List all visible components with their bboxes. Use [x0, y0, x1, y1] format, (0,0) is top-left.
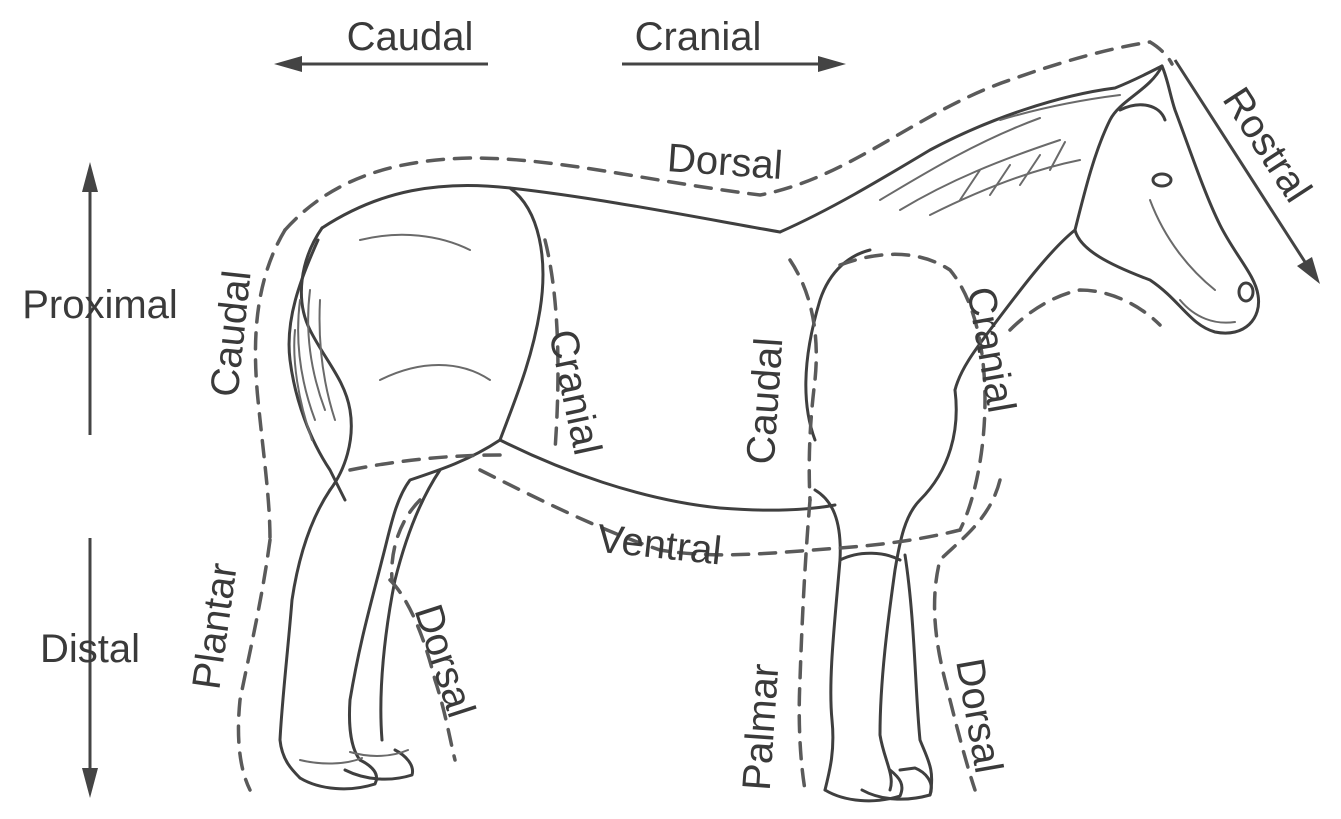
- cranial-thigh-label: Cranial: [540, 326, 609, 459]
- caudal-forelimb-label: Caudal: [739, 336, 792, 466]
- cranial-direction-label: Cranial: [635, 15, 762, 59]
- plantar-label: Plantar: [185, 560, 246, 692]
- dorsal-hindlimb-label: Dorsal: [406, 599, 484, 723]
- dorsal-back-label: Dorsal: [666, 136, 784, 188]
- distal-label: Distal: [40, 627, 140, 671]
- proximal-distal-axis: [82, 162, 98, 798]
- cranial-chest-label: Cranial: [958, 284, 1023, 416]
- caudal-rump-label: Caudal: [203, 268, 260, 399]
- proximal-label: Proximal: [22, 283, 178, 327]
- caudal-direction-label: Caudal: [347, 15, 474, 59]
- dorsal-forelimb-label: Dorsal: [947, 655, 1010, 776]
- ventral-label: Ventral: [595, 517, 723, 574]
- palmar-label: Palmar: [735, 662, 788, 791]
